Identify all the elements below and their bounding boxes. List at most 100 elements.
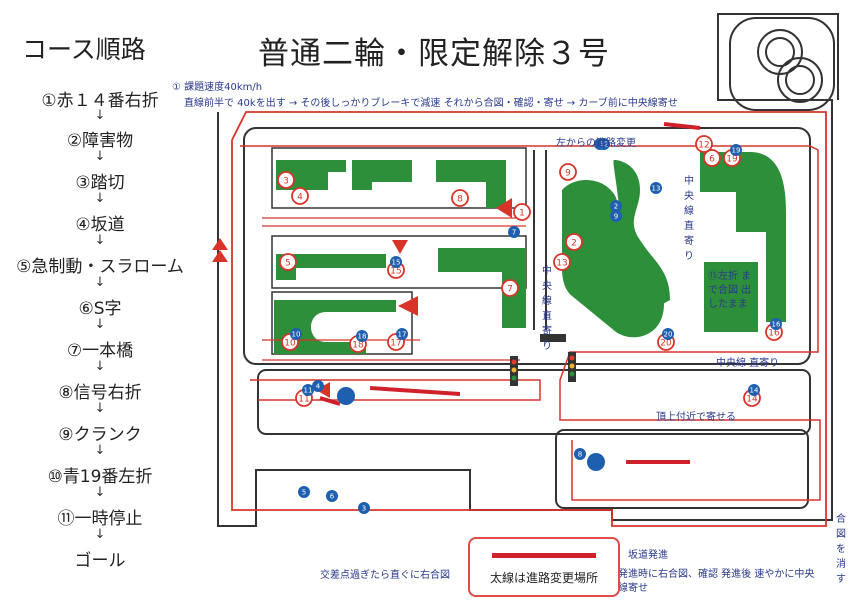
route-marker-label: 14 — [746, 395, 758, 405]
route-marker-blue: 2 — [610, 200, 622, 212]
route-marker-label: 17 — [390, 339, 401, 349]
yield-sign-icon — [496, 198, 512, 218]
note-center-line: 中央線直寄り — [542, 266, 552, 352]
route-marker-blue: 15 — [390, 256, 402, 268]
start-arrow-icon — [212, 250, 228, 262]
route-marker-label: 18 — [358, 333, 367, 341]
route-marker-label: 8 — [578, 451, 582, 459]
route-marker-red: 3 — [277, 171, 295, 189]
route-marker-blue: 12 — [598, 138, 610, 150]
step-3: ③踏切 — [75, 173, 125, 193]
signal-light-icon — [511, 375, 517, 381]
route-marker-label: 11 — [298, 395, 309, 405]
route-marker-red: 13 — [553, 253, 571, 271]
route-marker-label: 5 — [302, 489, 306, 497]
route-marker-label: 16 — [768, 329, 780, 339]
route-marker-red: 4 — [291, 187, 309, 205]
circle-course-area — [729, 17, 835, 111]
route-marker-red: 5 — [279, 253, 297, 271]
route-marker-label: 4 — [316, 383, 321, 391]
route-marker-blue: 7 — [508, 226, 520, 238]
route-marker-blue: 16 — [770, 318, 782, 330]
arrow-down-icon: ↓ — [94, 443, 106, 458]
route-line — [262, 217, 526, 361]
route-line — [240, 145, 821, 501]
grass-island — [561, 179, 664, 338]
circle-course — [777, 57, 823, 103]
yield-sign-icon — [398, 296, 418, 316]
course-heading: コース順路 — [22, 35, 146, 64]
road-block — [243, 127, 811, 365]
arrow-down-icon: ↓ — [94, 149, 106, 164]
road-block — [271, 147, 527, 209]
route-marker-label: 1 — [519, 209, 525, 219]
route-marker-label: 18 — [352, 341, 364, 351]
grass-island — [700, 152, 786, 322]
note-slope-start: 坂道発進 — [628, 550, 668, 561]
route-marker-label: 9 — [614, 213, 618, 221]
route-marker-label: 4 — [297, 193, 303, 203]
arrow-down-icon: ↓ — [94, 317, 106, 332]
arrow-down-icon: ↓ — [94, 275, 106, 290]
route-marker-blue: 6 — [326, 490, 338, 502]
step-goal: ゴール — [74, 551, 126, 571]
road-block — [257, 369, 811, 435]
note-lane-change: 左からの進路変更 — [556, 138, 636, 149]
grass-island — [436, 160, 506, 208]
arrow-down-icon: ↓ — [94, 527, 106, 542]
step-6: ⑥S字 — [78, 299, 122, 319]
course-order-panel: コース順路 ①赤１４番右折 ↓ ②障害物 ↓ ③踏切 ↓ ④坂道 ↓ ⑤急制動・… — [0, 0, 200, 608]
route-marker-blue: 13 — [650, 182, 662, 194]
route-line — [250, 379, 541, 401]
circle-course — [785, 65, 815, 95]
route-marker-label: 13 — [556, 259, 567, 269]
route-marker-label: 17 — [398, 331, 407, 339]
arrow-down-icon: ↓ — [94, 485, 106, 500]
step-1: ①赤１４番右折 — [41, 91, 159, 111]
traffic-signal-icon — [540, 334, 566, 342]
note-braking: 直線前半で 40kを出す → その後しっかりブレーキで減速 それから合図・確認・… — [184, 98, 678, 109]
route-marker-label: 7 — [507, 285, 513, 295]
legend-swatch — [492, 553, 596, 558]
route-marker-label: 8 — [457, 195, 463, 205]
signal-light-icon — [511, 367, 517, 373]
step-5: ⑤急制動・スラローム — [16, 257, 184, 277]
route-marker-blue: 4 — [312, 380, 324, 392]
route-marker-blue: 11 — [302, 384, 314, 396]
route-marker-label: 5 — [285, 259, 291, 269]
note-after-intersection: 交差点過ぎたら直ぐに右合図 — [320, 570, 450, 581]
route-marker-label: 10 — [292, 331, 301, 339]
route-marker-label: 2 — [571, 239, 577, 249]
note-cancel-signal: 合図を消す — [836, 514, 846, 585]
blue-sign-icon — [587, 453, 605, 471]
signal-light-icon — [569, 363, 575, 369]
arrow-down-icon: ↓ — [94, 108, 106, 123]
route-marker-label: 12 — [698, 141, 709, 151]
signal-light-icon — [569, 355, 575, 361]
route-marker-blue: 18 — [356, 330, 368, 342]
route-marker-label: 2 — [614, 203, 618, 211]
route-marker-blue: 17 — [396, 328, 408, 340]
route-marker-label: 19 — [732, 147, 741, 155]
legend-text: 太線は進路変更場所 — [489, 571, 598, 585]
yield-sign-icon — [392, 240, 408, 254]
route-marker-blue: 19 — [730, 144, 742, 156]
route-marker-red: 12 — [695, 135, 713, 153]
route-line — [231, 111, 827, 527]
route-marker-red: 9 — [559, 163, 577, 181]
route-marker-red: 2 — [565, 233, 583, 251]
signal-light-icon — [569, 371, 575, 377]
note-center-line: 中央線直寄り — [684, 176, 694, 262]
route-marker-blue: 14 — [748, 384, 760, 396]
route-marker-blue: 20 — [662, 328, 674, 340]
note-speed: ① 課題速度40km/h — [172, 82, 263, 93]
signal-light-icon — [511, 359, 517, 365]
circle-course — [765, 37, 795, 67]
step-9: ⑨クランク — [58, 425, 142, 445]
route-marker-label: 20 — [660, 339, 672, 349]
blue-sign-icon — [337, 387, 355, 405]
route-marker-label: 11 — [304, 387, 313, 395]
route-marker-label: 10 — [284, 339, 296, 349]
arrow-down-icon: ↓ — [94, 191, 106, 206]
route-marker-label: 3 — [283, 177, 289, 187]
